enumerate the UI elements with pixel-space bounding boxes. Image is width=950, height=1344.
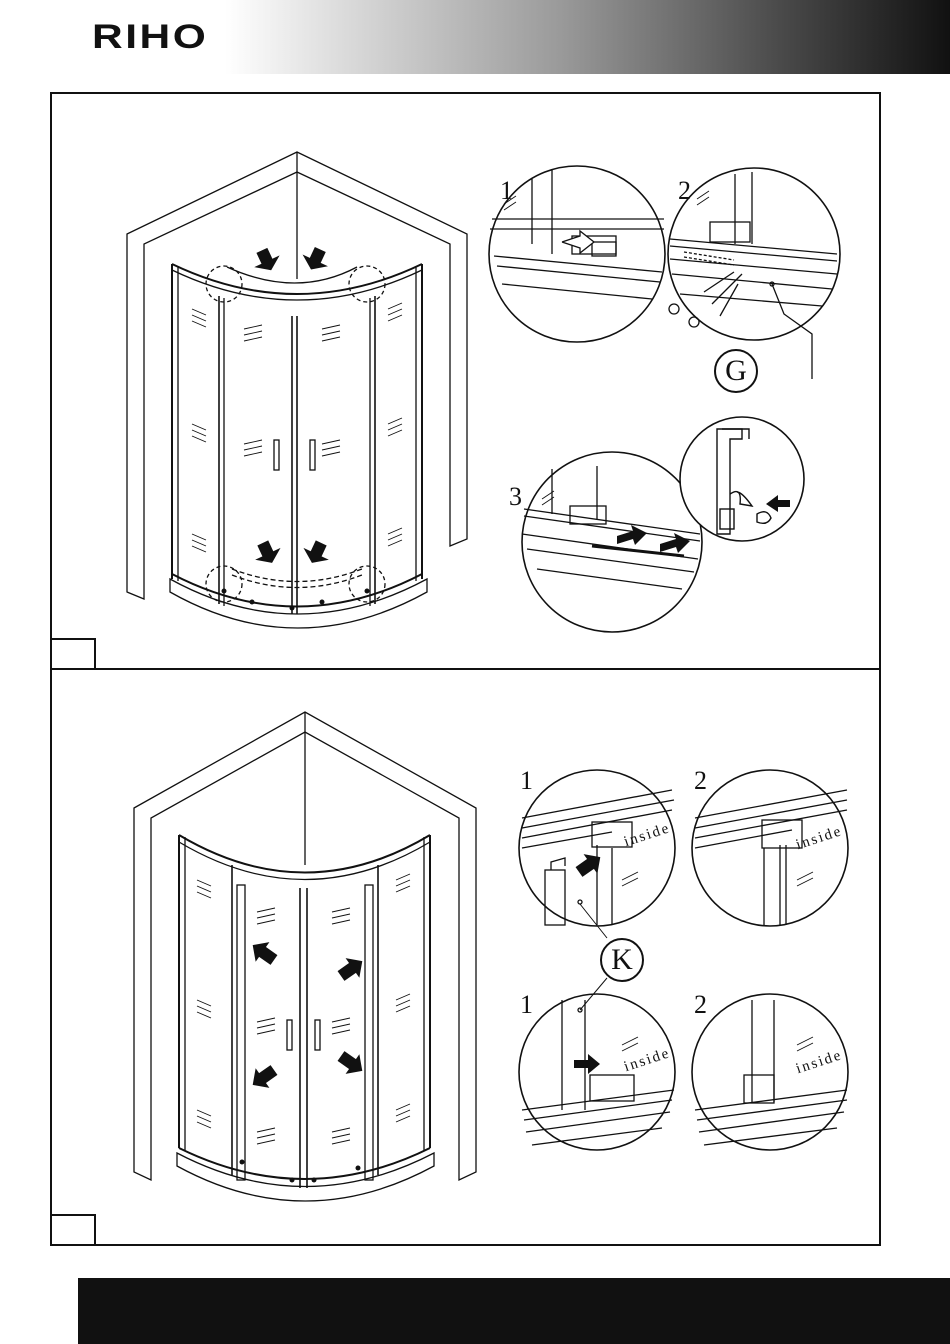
- step-number-box: [52, 1214, 96, 1244]
- shower-install-diagram-1: [52, 94, 883, 672]
- step-number: 1: [520, 992, 533, 1018]
- step-number: 3: [509, 484, 522, 510]
- footer-bar: [78, 1278, 950, 1344]
- part-label-g: G: [714, 349, 758, 393]
- step-number: 1: [500, 178, 513, 204]
- header-bar: RIHO: [0, 0, 950, 74]
- brand-logo: RIHO: [92, 20, 208, 54]
- instruction-panel-1: 1 2 3 G: [50, 92, 881, 670]
- step-number: 2: [694, 992, 707, 1018]
- step-number: 2: [694, 768, 707, 794]
- step-number: 2: [678, 178, 691, 204]
- shower-install-diagram-2: [52, 670, 883, 1248]
- step-number: 1: [520, 768, 533, 794]
- instruction-panel-2: 1 2 1 2 K inside inside inside inside: [50, 668, 881, 1246]
- step-number-box: [52, 638, 96, 668]
- part-label-k: K: [600, 938, 644, 982]
